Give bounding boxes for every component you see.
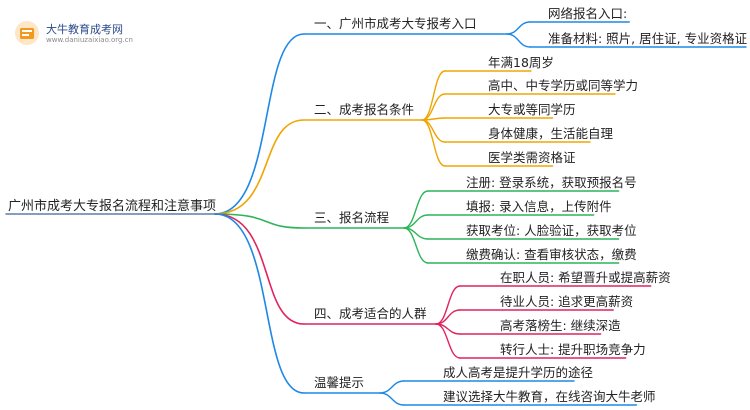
site-logo[interactable]: 大牛教育成考网 www.daniuzaixiao.org.cn (14, 18, 164, 50)
branch-5-label: 温馨提示 (314, 375, 365, 390)
branch-3-item-4-connector (403, 227, 429, 264)
branch-4-item-4-connector (435, 323, 461, 359)
branch-2-item-5: 医学类需资格证 (488, 150, 576, 165)
branch-4-label: 四、成考适合的人群 (314, 306, 427, 321)
logo-name: 大牛教育成考网 (46, 23, 123, 36)
branch-2-connector (214, 119, 305, 215)
branch-2-item-4: 身体健康，生活能自理 (488, 126, 614, 141)
branch-5-item-1-connector (379, 380, 405, 394)
branch-4-item-1-connector (435, 285, 461, 325)
branch-1-label: 一、广州市成考大专报考入口 (314, 16, 477, 31)
branch-4-item-4: 转行人士: 提升职场竞争力 (500, 342, 646, 357)
book-logo-icon (15, 21, 39, 45)
mindmap-root: 广州市成考大专报名流程和注意事项 (8, 199, 217, 214)
branch-1-connector (214, 33, 305, 215)
branch-4-item-2: 待业人员: 追求更高薪资 (500, 294, 634, 309)
branch-2-item-1: 年满18周岁 (488, 55, 554, 70)
branch-3-item-2: 填报: 录入信息，上传附件 (466, 199, 612, 214)
branch-1-item-2: 准备材料: 照片, 居住证, 专业资格证 (548, 31, 748, 46)
branch-4-item-1: 在职人员: 希望晋升或提高薪资 (500, 270, 671, 285)
branch-5-item-2-connector (379, 392, 405, 406)
branch-2-item-4-connector (421, 119, 446, 143)
branch-2-item-5-connector (421, 119, 446, 167)
branch-2-label: 二、成考报名条件 (314, 102, 415, 117)
branch-2-item-3: 大专或等同学历 (488, 102, 576, 117)
branch-3-item-1-connector (403, 190, 429, 229)
branch-3-label: 三、报名流程 (314, 210, 390, 225)
branch-5-item-2: 建议选择大牛教育，在线咨询大牛老师 (443, 389, 656, 404)
branch-4-item-3: 高考落榜生: 继续深造 (500, 318, 621, 333)
branch-5-connector (214, 213, 305, 394)
branch-2-item-2: 高中、中专学历或同等学力 (488, 78, 639, 93)
branch-4-connector (214, 213, 305, 325)
branch-1-item-1: 网络报名入口: (548, 6, 628, 21)
branch-3-item-3: 获取考位: 人脸验证，获取考位 (466, 223, 637, 238)
logo-url: www.daniuzaixiao.org.cn (46, 36, 133, 44)
branch-1-item-1-connector (506, 21, 531, 35)
branch-3-connector (214, 213, 305, 229)
branch-3-item-1: 注册: 登录系统，获取预报名号 (466, 175, 637, 190)
branch-1-item-2-connector (506, 33, 531, 48)
branch-5-item-1: 成人高考是提升学历的途径 (443, 365, 594, 380)
branch-3-item-4: 缴费确认: 查看审核状态，缴费 (466, 247, 637, 262)
